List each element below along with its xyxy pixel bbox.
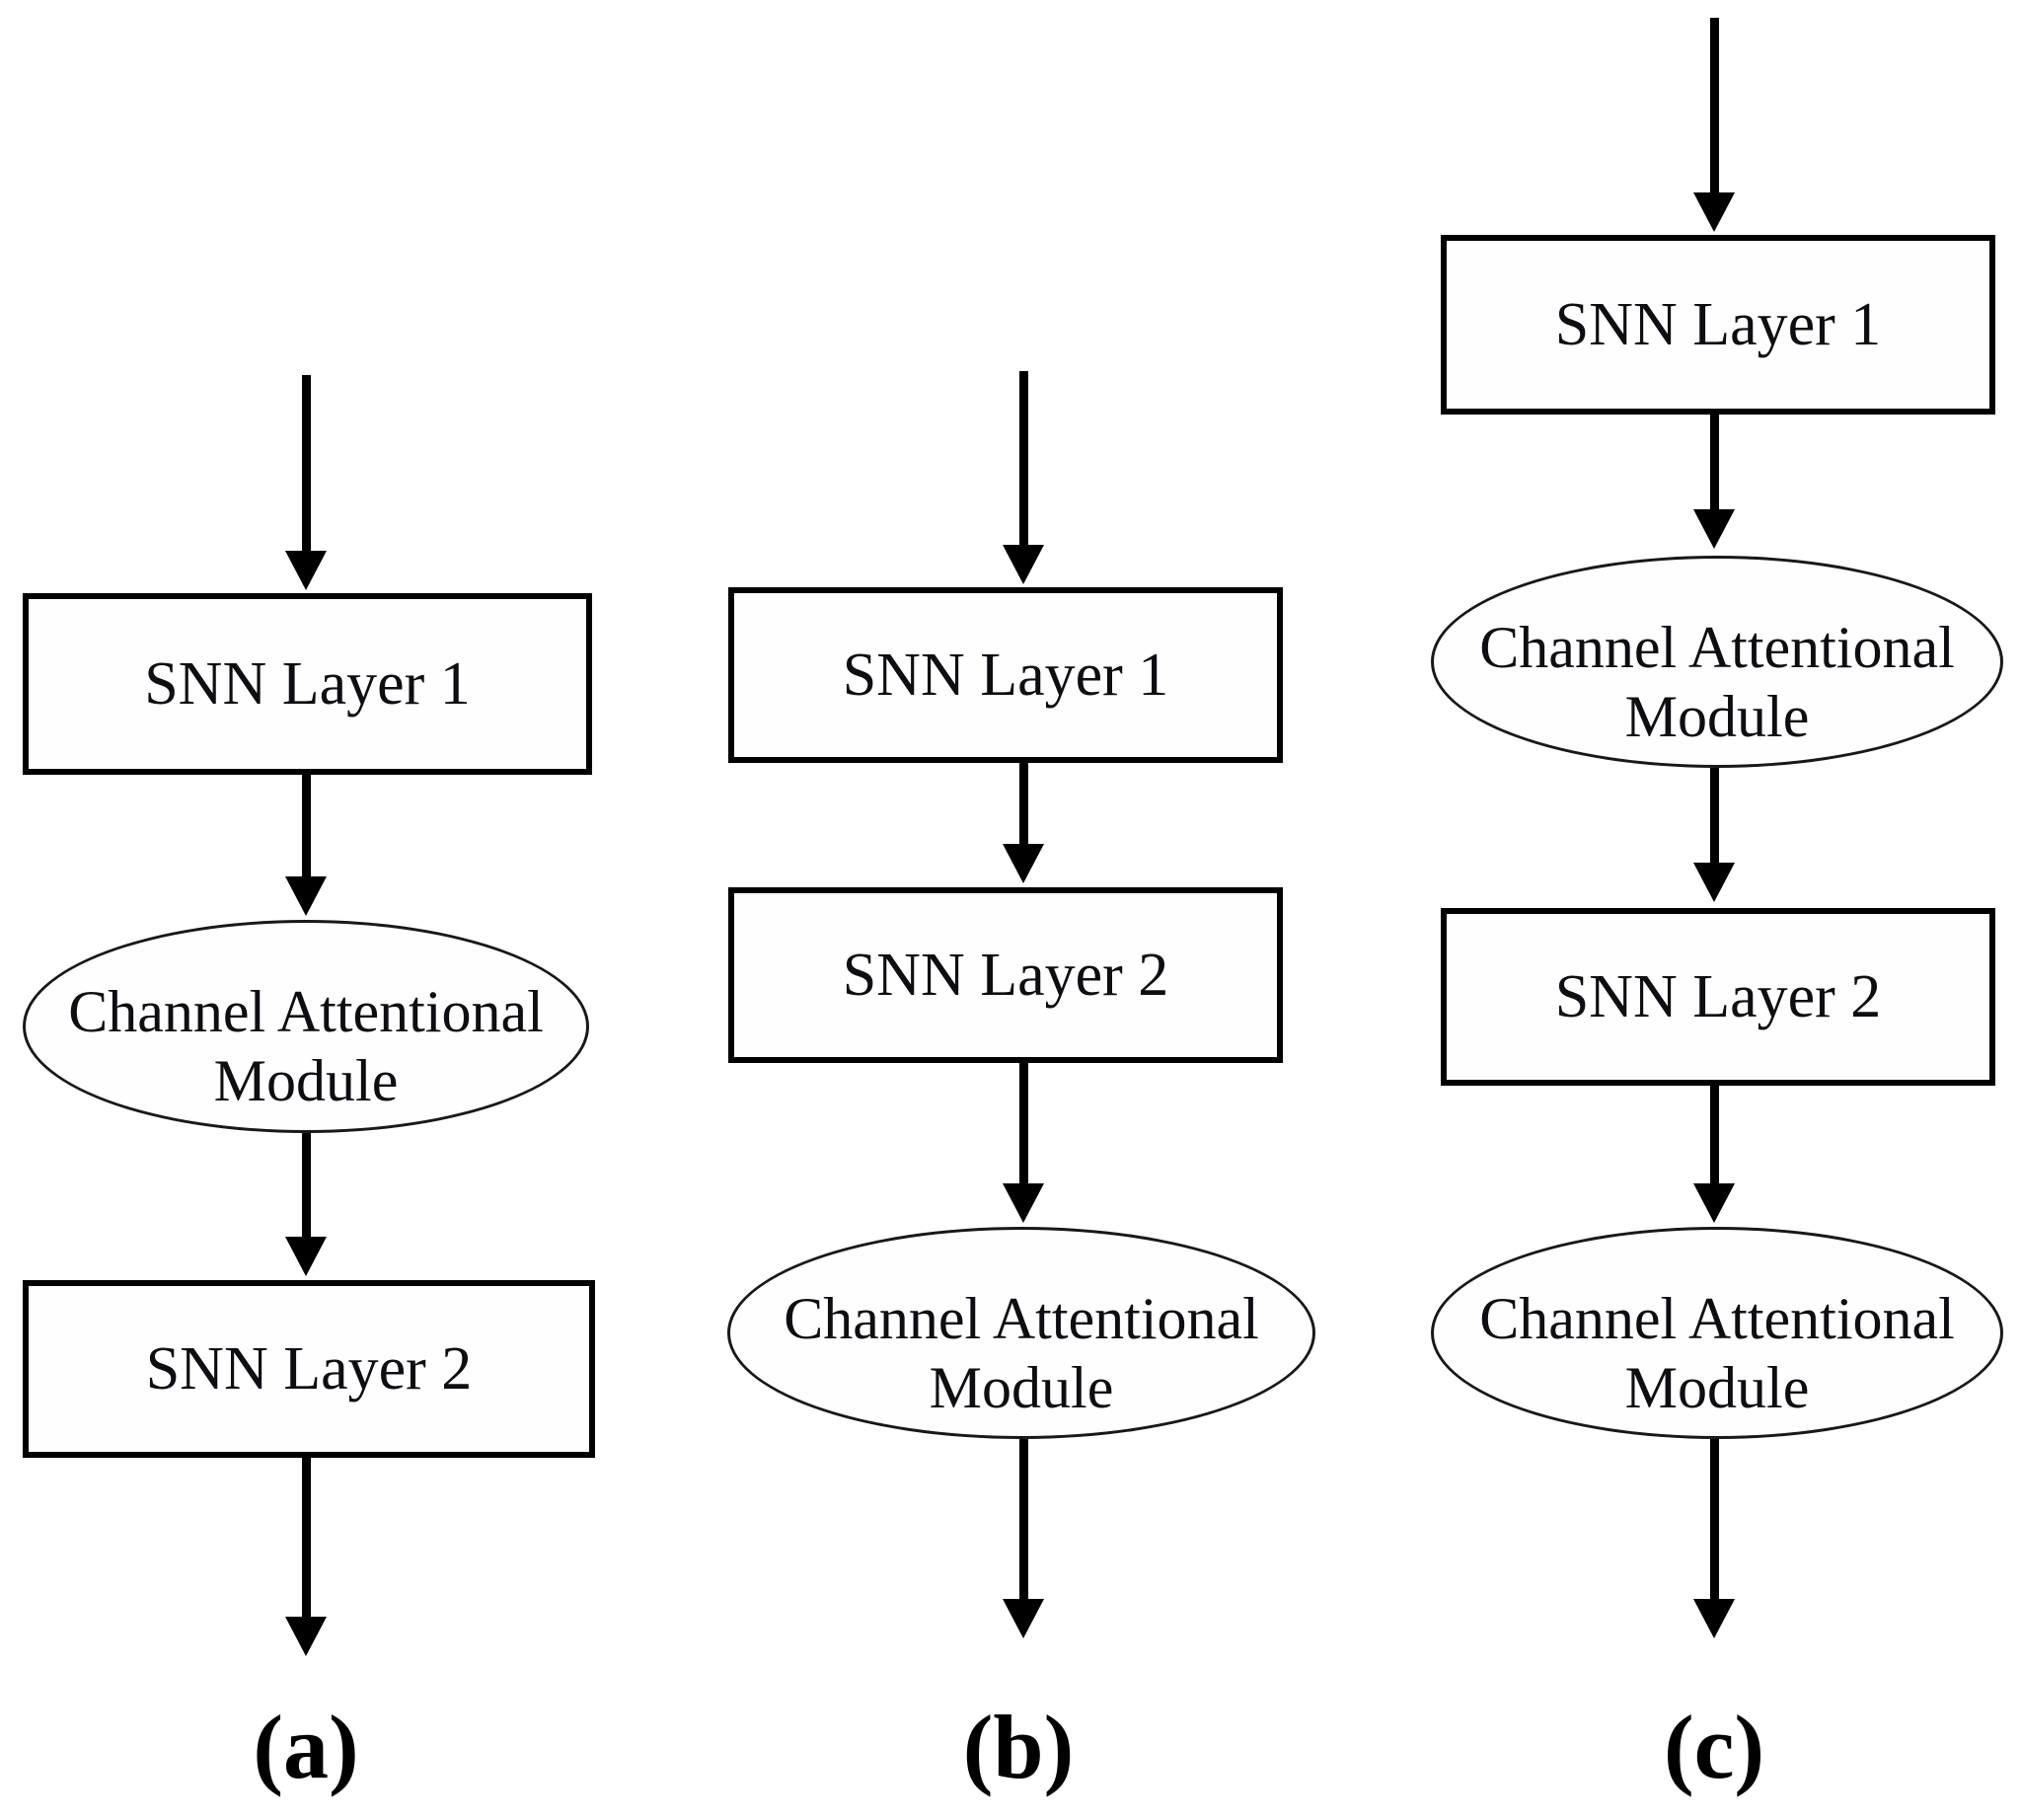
arrow-shaft [1709,18,1719,196]
node-label-line: Module [213,1048,399,1113]
arrowhead-icon [285,1237,327,1276]
arrow-shaft [301,775,311,880]
channel-attentional-module-ellipse-c2: Channel Attentional Module [1431,1227,2003,1439]
snn-layer-1-box-a: SNN Layer 1 [23,593,592,775]
node-label-line: Module [1624,1354,1810,1420]
node-label: Channel Attentional Module [784,1284,1259,1422]
arrow-shaft [301,1133,311,1241]
arrow-shaft [301,375,311,555]
arrow-shaft [1709,768,1719,867]
caption-a: (a) [253,1697,359,1797]
node-label-line: Channel Attentional [784,1285,1259,1351]
node-label: SNN Layer 2 [842,942,1169,1009]
node-label-line: Channel Attentional [1479,614,1955,680]
arrowhead-icon [1003,844,1044,883]
node-label: Channel Attentional Module [68,977,544,1115]
arrow-shaft [301,1458,311,1621]
snn-layer-1-box-c: SNN Layer 1 [1441,235,1995,415]
arrowhead-icon [1003,545,1044,584]
node-label-line: Module [929,1354,1114,1420]
arrowhead-icon [285,551,327,590]
node-label-line: Channel Attentional [68,979,544,1044]
node-label: Channel Attentional Module [1479,613,1955,751]
snn-layer-2-box-c: SNN Layer 2 [1441,908,1995,1086]
arrow-shaft [1709,415,1719,513]
arrowhead-icon [285,1617,327,1656]
arrowhead-icon [1693,509,1735,549]
caption-c: (c) [1663,1697,1765,1797]
arrowhead-icon [1693,1599,1735,1638]
channel-attentional-module-ellipse-b: Channel Attentional Module [727,1227,1315,1439]
node-label: Channel Attentional Module [1479,1284,1955,1422]
arrowhead-icon [1693,1183,1735,1223]
arrowhead-icon [1003,1599,1044,1638]
node-label: SNN Layer 2 [145,1335,473,1403]
arrow-shaft [1709,1439,1719,1603]
channel-attentional-module-ellipse-c1: Channel Attentional Module [1431,556,2003,768]
arrowhead-icon [285,876,327,916]
caption-b: (b) [962,1697,1075,1797]
snn-layer-2-box-a: SNN Layer 2 [23,1280,595,1458]
channel-attentional-module-ellipse-a: Channel Attentional Module [23,920,589,1133]
arrowhead-icon [1693,863,1735,902]
node-label: SNN Layer 2 [1554,963,1882,1030]
node-label: SNN Layer 1 [144,650,471,718]
snn-layer-2-box-b: SNN Layer 2 [728,887,1283,1063]
snn-layer-1-box-b: SNN Layer 1 [728,587,1283,763]
arrow-shaft [1018,1063,1028,1187]
node-label-line: Channel Attentional [1479,1285,1955,1351]
node-label: SNN Layer 1 [1554,291,1882,358]
arrow-shaft [1018,1439,1028,1603]
arrow-shaft [1018,763,1028,848]
arrow-shaft [1709,1086,1719,1187]
arrow-shaft [1018,371,1028,549]
arrowhead-icon [1693,192,1735,232]
node-label: SNN Layer 1 [842,642,1169,709]
arrowhead-icon [1003,1183,1044,1223]
node-label-line: Module [1624,683,1810,749]
